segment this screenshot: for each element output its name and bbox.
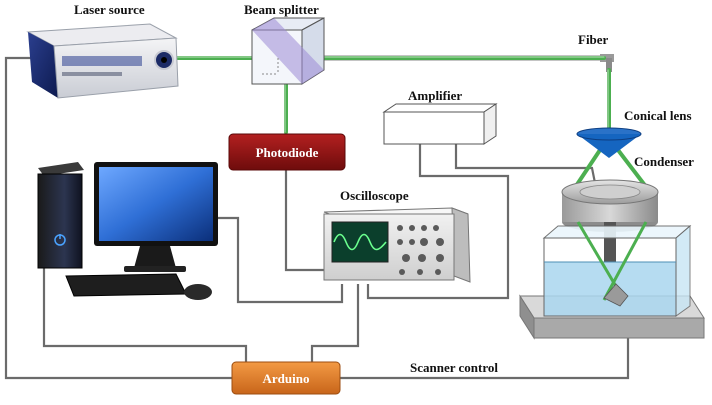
photodiode-label: Photodiode xyxy=(256,145,319,160)
wire-photodiode-to-oscilloscope xyxy=(284,170,330,272)
condenser-label: Condenser xyxy=(634,154,694,169)
wire-laser-to-arduino xyxy=(4,56,232,380)
wire-computer-to-oscilloscope xyxy=(218,216,344,304)
scanner-control-label: Scanner control xyxy=(410,360,498,375)
conical-lens xyxy=(576,127,642,158)
fiber-label: Fiber xyxy=(578,32,609,47)
condenser xyxy=(561,179,659,262)
wire-arduino-to-scanner xyxy=(340,338,630,380)
amplifier-label: Amplifier xyxy=(408,88,462,103)
beam-splitter xyxy=(251,17,325,85)
wire-amplifier-to-transducer xyxy=(454,142,598,189)
conical-lens-label: Conical lens xyxy=(624,108,692,123)
water-tank xyxy=(519,221,705,340)
arduino-label: Arduino xyxy=(263,371,310,386)
amplifier xyxy=(382,103,498,145)
photodiode-box: Photodiode xyxy=(228,133,346,171)
laser-source xyxy=(26,23,179,99)
wire-oscilloscope-to-arduino xyxy=(310,284,360,362)
oscilloscope-label: Oscilloscope xyxy=(340,188,409,203)
signal-wires xyxy=(4,56,630,380)
beam-splitter-label: Beam splitter xyxy=(244,2,319,17)
oscilloscope xyxy=(323,207,471,283)
wire-computer-to-arduino xyxy=(42,268,248,362)
arduino-box: Arduino xyxy=(231,361,341,395)
laser-source-label: Laser source xyxy=(74,2,145,17)
desktop-computer xyxy=(37,162,218,300)
wire-amplifier-to-oscilloscope xyxy=(366,142,510,300)
